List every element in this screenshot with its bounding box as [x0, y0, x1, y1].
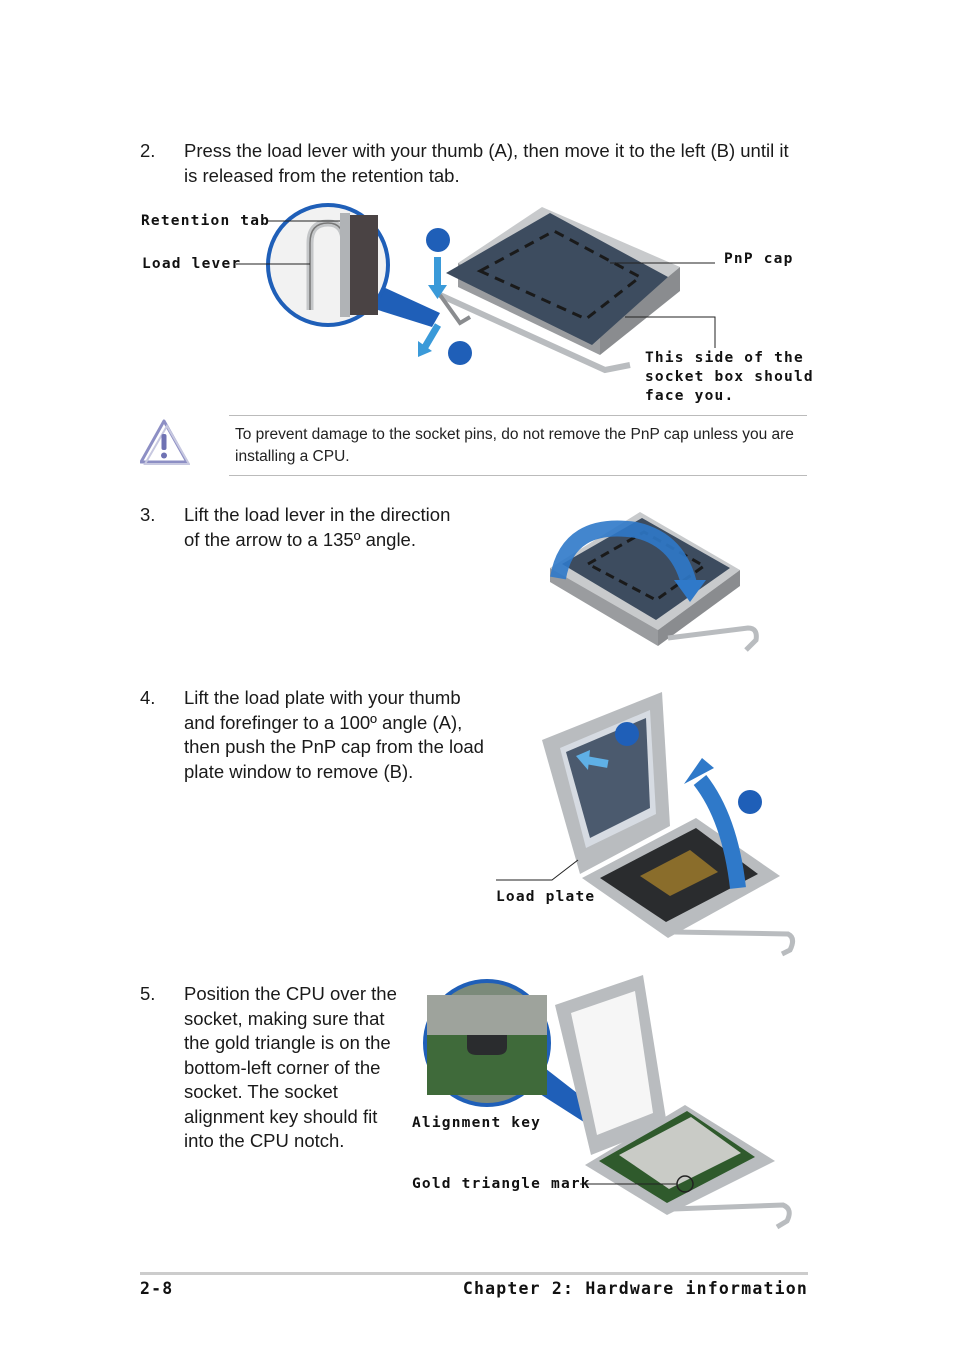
label-pnp-cap: PnP cap	[724, 251, 794, 267]
step-number: 3.	[140, 504, 156, 525]
note-text: To prevent damage to the socket pins, do…	[235, 426, 794, 465]
step-number: 4.	[140, 687, 156, 708]
label-alignment-key: Alignment key	[412, 1115, 542, 1131]
note-rule-top	[229, 415, 807, 416]
figure-cpu-placement	[423, 975, 792, 1230]
label-retention-tab: Retention tab	[141, 213, 271, 229]
step-text: Press the load lever with your thumb (A)…	[184, 140, 789, 186]
footer-rule	[140, 1272, 808, 1275]
step-text: Lift the load plate with your thumb and …	[184, 687, 484, 782]
warning-triangle-icon	[140, 419, 190, 465]
figure-lift-lever	[550, 512, 759, 652]
label-gold-triangle: Gold triangle mark	[412, 1176, 591, 1192]
note-rule-bottom	[229, 475, 807, 476]
label-socket-side: This side of the socket box should face …	[645, 350, 814, 404]
chapter-title: Chapter 2: Hardware information	[462, 1279, 808, 1298]
step-number: 5.	[140, 983, 156, 1004]
label-load-lever: Load lever	[142, 256, 242, 272]
label-load-plate: Load plate	[496, 889, 596, 905]
step-text: Position the CPU over the socket, making…	[184, 983, 397, 1151]
figure-socket-lever	[236, 203, 716, 374]
step-text: Lift the load lever in the direction of …	[184, 504, 451, 550]
figure-lift-plate	[496, 692, 796, 957]
step-number: 2.	[140, 140, 156, 161]
page-number: 2-8	[140, 1279, 174, 1298]
